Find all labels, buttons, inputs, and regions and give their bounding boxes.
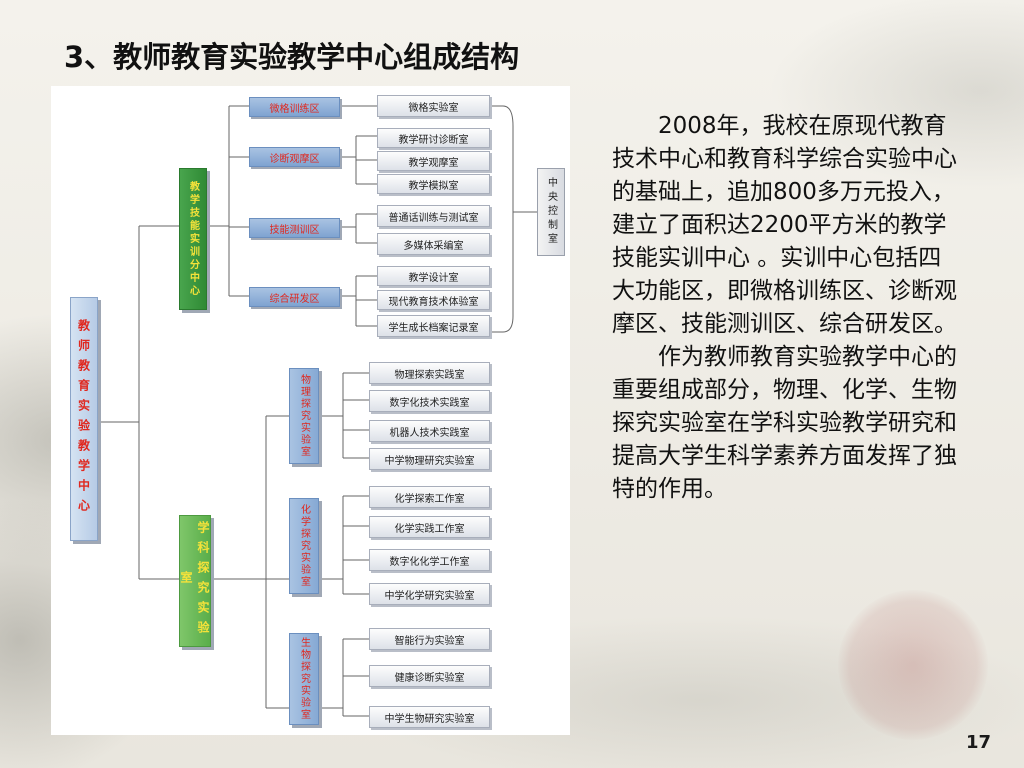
zone-skill-test: 技能测训区 [249, 218, 340, 238]
seal-watermark [838, 590, 988, 740]
root-node: 教师教育实验教学中心 [70, 297, 98, 541]
room: 中学生物研究实验室 [369, 706, 490, 728]
zone-research: 综合研发区 [249, 287, 340, 307]
room: 微格实验室 [377, 95, 490, 117]
room: 机器人技术实践室 [369, 420, 490, 442]
room: 中学物理研究实验室 [369, 448, 490, 470]
room: 学生成长档案记录室 [377, 315, 490, 337]
room: 化学探索工作室 [369, 486, 490, 508]
room: 教学设计室 [377, 266, 490, 286]
room: 教学观摩室 [377, 151, 490, 171]
connector-lines [98, 105, 537, 717]
room: 教学模拟室 [377, 174, 490, 194]
center-control-room: 中央控制室 [537, 168, 565, 256]
paragraph-1: 2008年，我校在原现代教育技术中心和教育科学综合实验中心的基础上，追加800多… [612, 113, 957, 337]
room: 数字化化学工作室 [369, 549, 490, 571]
room: 普通话训练与测试室 [377, 205, 490, 227]
paragraph-2: 作为教师教育实验教学中心的重要组成部分，物理、化学、生物探究实验室在学科实验教学… [612, 344, 957, 502]
room: 健康诊断实验室 [369, 665, 490, 687]
lab-biology: 生物探究实验室 [289, 633, 319, 725]
description-text: 2008年，我校在原现代教育技术中心和教育科学综合实验中心的基础上，追加800多… [612, 110, 964, 506]
room: 物理探索实践室 [369, 362, 490, 384]
room: 化学实践工作室 [369, 516, 490, 538]
room: 智能行为实验室 [369, 628, 490, 650]
room: 中学化学研究实验室 [369, 583, 490, 605]
room: 多媒体采编室 [377, 233, 490, 255]
branch-subject-labs: 学科探究实验室 [179, 515, 211, 647]
room: 数字化技术实践室 [369, 390, 490, 412]
zone-microteaching: 微格训练区 [249, 97, 340, 117]
zone-diagnosis: 诊断观摩区 [249, 147, 340, 167]
room: 现代教育技术体验室 [377, 290, 490, 310]
lab-chemistry: 化学探究实验室 [289, 498, 319, 594]
page-number: 17 [966, 732, 992, 753]
slide-title: 3、教师教育实验教学中心组成结构 [64, 40, 520, 74]
room: 教学研讨诊断室 [377, 128, 490, 148]
lab-physics: 物理探究实验室 [289, 368, 319, 464]
branch-teaching-skills: 教学技能实训分中心 [179, 168, 207, 310]
